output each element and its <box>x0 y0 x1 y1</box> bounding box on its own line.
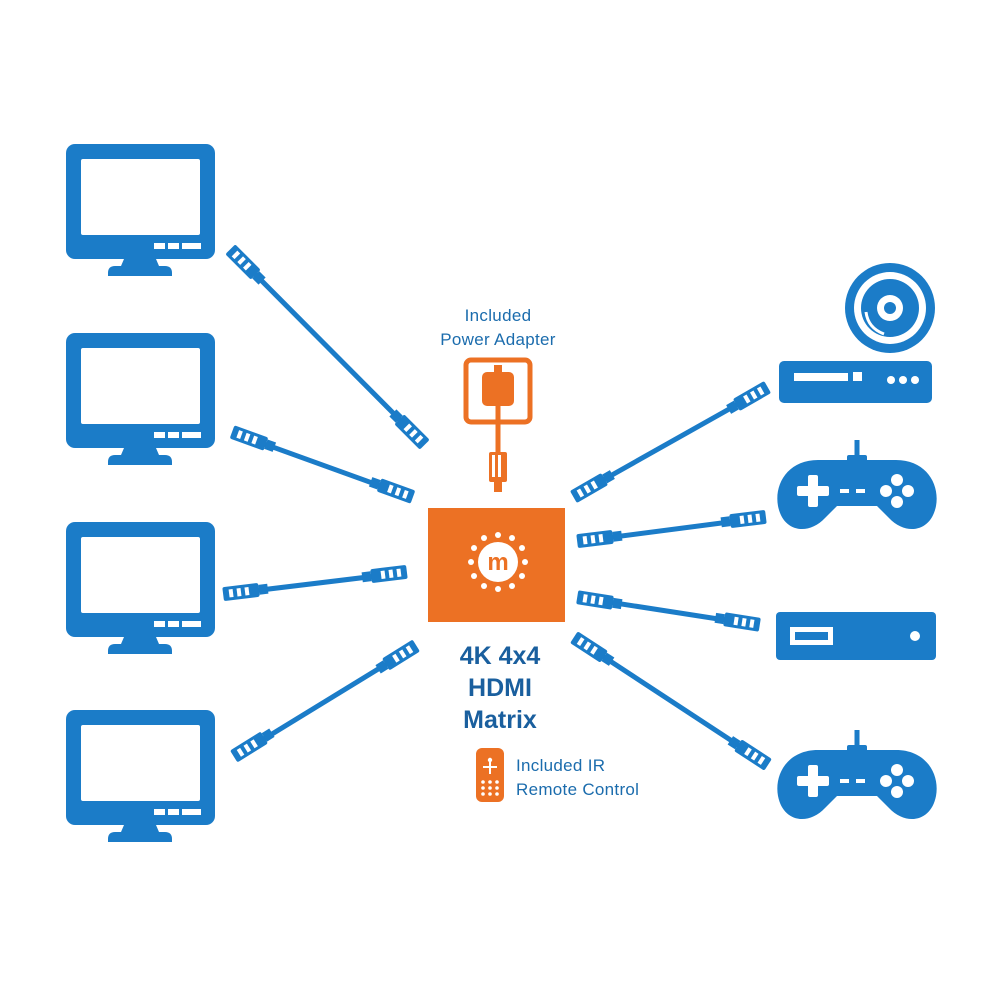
hdmi-cables-inputs <box>576 387 766 765</box>
hdmi-matrix-unit: m <box>428 508 565 622</box>
ir-remote-label-line1: Included IR <box>516 756 606 775</box>
ir-remote-label-line2: Remote Control <box>516 780 640 799</box>
matrix-title-line3: Matrix <box>463 706 537 734</box>
monitor-icon <box>66 333 215 465</box>
ir-remote-label: Included IR Remote Control <box>516 754 639 802</box>
power-adapter-icon <box>463 357 533 492</box>
gamepad-icon <box>777 440 936 529</box>
matrix-title-line2: HDMI <box>468 674 532 702</box>
power-adapter-label-line2: Power Adapter <box>440 330 556 349</box>
set-top-box-icon <box>776 612 936 660</box>
matrix-title-line1: 4K 4x4 <box>459 642 541 670</box>
ir-remote-icon <box>476 748 504 802</box>
disc-player-icon <box>779 263 935 403</box>
matrix-title: 4K 4x4 HDMI Matrix <box>410 640 590 736</box>
hdmi-cables-outputs <box>235 260 414 753</box>
power-adapter-label: Included Power Adapter <box>398 304 598 352</box>
logo-letter: m <box>487 549 508 576</box>
power-adapter-label-line1: Included <box>464 306 532 325</box>
monitor-icon <box>66 144 215 276</box>
gamepad-icon <box>777 730 936 819</box>
manhattan-logo-icon: m <box>468 532 528 592</box>
monitor-icon <box>66 522 215 654</box>
monitor-icon <box>66 710 215 842</box>
